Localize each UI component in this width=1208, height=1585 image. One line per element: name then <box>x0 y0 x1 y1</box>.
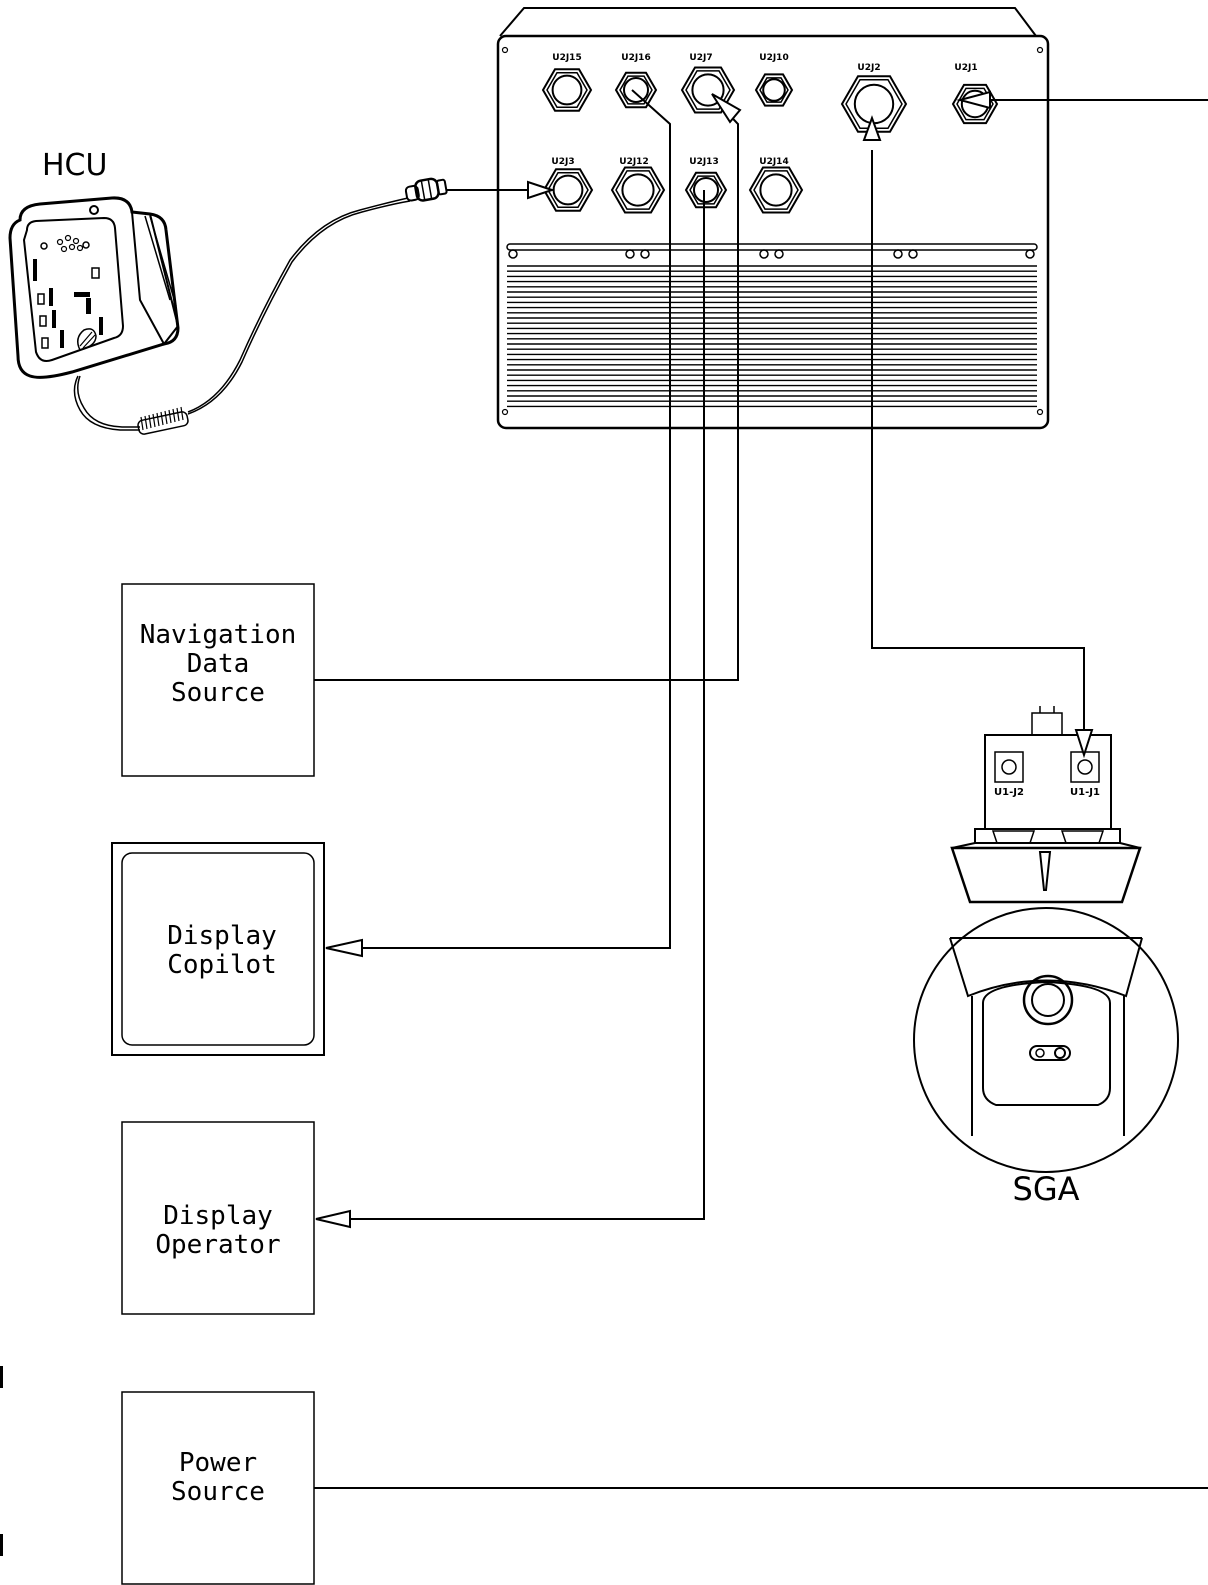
sga-label: SGA <box>1013 1170 1080 1208</box>
hcu-button <box>39 315 47 327</box>
connector-u2j15 <box>541 68 593 112</box>
connector-label-u2j10: U2J10 <box>759 53 788 63</box>
operator-label-line1: Display <box>163 1201 273 1231</box>
hcu-cable-run <box>187 197 409 413</box>
panel-screw <box>501 408 509 416</box>
connector-u2j7 <box>680 66 736 114</box>
connector-label-u2j15: U2J15 <box>552 53 581 63</box>
navigation-data-source-box: Navigation Data Source <box>121 583 315 777</box>
arrow-u2j3 <box>527 180 556 200</box>
hcu-side-ridge <box>149 215 177 307</box>
sga-ball <box>913 907 1179 1173</box>
connector-u2j12 <box>610 166 666 214</box>
main-unit: U2J15 U2J16 U2J7 U2J10 U2J2 U2J1 U2J3 U2… <box>496 7 1050 430</box>
connector-label-u2j7: U2J7 <box>689 53 712 63</box>
margin-mark <box>0 1366 3 1388</box>
connector-label-u2j2: U2J2 <box>857 63 880 73</box>
hcu-plug <box>404 177 448 202</box>
hcu-label: HCU <box>42 148 107 183</box>
arrowheads <box>315 90 1094 1229</box>
connector-u2j14 <box>748 166 804 214</box>
arrow-operator <box>315 1209 351 1229</box>
hcu-button <box>41 337 49 349</box>
arrow-u2j2 <box>862 115 882 141</box>
arrow-sga-u1j1 <box>1074 729 1094 759</box>
sga-small-lens <box>1029 1045 1071 1061</box>
hcu-switch <box>74 292 90 297</box>
hcu-cable-strain-relief <box>137 406 189 435</box>
sga-cone-slot <box>1038 851 1052 891</box>
hcu-body <box>8 196 180 379</box>
sga-connector-u1j1 <box>1070 751 1100 783</box>
copilot-label-line2: Copilot <box>167 950 277 980</box>
panel-screw <box>501 46 509 54</box>
copilot-label-line1: Display <box>167 921 277 951</box>
unit-lid-outline <box>499 7 1037 37</box>
margin-mark <box>0 1534 3 1556</box>
hcu-switch <box>49 288 53 306</box>
hcu-dot-buttons <box>40 234 90 253</box>
hcu-top-button <box>89 205 99 215</box>
hcu-switch <box>52 310 56 328</box>
unit-front-panel <box>496 34 1050 430</box>
connector-u2j16 <box>614 71 658 109</box>
connector-label-u2j14: U2J14 <box>759 157 788 167</box>
sga-top-knob <box>1031 712 1063 736</box>
panel-screw <box>1036 408 1044 416</box>
sga-window-frame <box>982 980 1111 1106</box>
wire-u2j2-sga <box>871 150 1085 744</box>
wire-u2j13-operator <box>350 190 705 1220</box>
connector-label-u2j12: U2J12 <box>619 157 648 167</box>
power-source-box: Power Source <box>121 1391 315 1585</box>
panel-screw <box>1036 46 1044 54</box>
sga-label-u1j1: U1-J1 <box>1070 787 1100 798</box>
power-label-line2: Source <box>171 1477 265 1507</box>
hcu-button <box>37 293 45 305</box>
hcu-side-ridge <box>144 215 171 301</box>
display-operator-box: Display Operator <box>121 1121 315 1315</box>
sga-label-u1j2: U1-J2 <box>994 787 1024 798</box>
connector-label-u2j13: U2J13 <box>689 157 718 167</box>
sga-lens-outer <box>1022 974 1074 1026</box>
hcu-cable <box>73 375 140 431</box>
hcu-side <box>130 210 180 346</box>
hcu-switch <box>86 298 91 314</box>
nav-label-line3: Source <box>171 678 265 708</box>
hcu-device: HCU <box>8 148 448 435</box>
operator-label-line2: Operator <box>155 1230 280 1260</box>
arrow-u2j1 <box>956 90 991 110</box>
display-copilot-box: Display Copilot <box>111 842 325 1056</box>
hcu-switch <box>60 330 64 348</box>
sga-lens-inner <box>1031 983 1065 1017</box>
nav-label-line1: Navigation <box>140 620 297 650</box>
sga-connector-u1j2 <box>994 751 1024 783</box>
connector-u2j13 <box>684 171 728 209</box>
sga-device: U1-J2 U1-J1 SGA <box>913 706 1179 1208</box>
hcu-button <box>91 267 100 279</box>
mounting-rail <box>506 243 1038 251</box>
panel-connectors <box>541 66 999 214</box>
hcu-face <box>22 216 125 362</box>
sga-cone <box>950 846 1142 904</box>
power-label-line1: Power <box>179 1448 257 1478</box>
connector-label-u2j3: U2J3 <box>551 157 574 167</box>
wire-u2j16-copilot <box>356 89 671 949</box>
hcu-thumbstick <box>77 328 97 351</box>
nav-label-line2: Data <box>187 649 250 679</box>
sga-ball-hood <box>949 937 1143 998</box>
cooling-fins <box>507 265 1037 408</box>
arrow-copilot <box>325 938 363 958</box>
connector-label-u2j1: U2J1 <box>954 63 977 73</box>
connector-u2j10 <box>754 73 794 107</box>
arrow-u2j7 <box>711 93 742 124</box>
rail-holes <box>508 249 1035 259</box>
connector-label-u2j16: U2J16 <box>621 53 650 63</box>
hcu-switch <box>99 317 103 335</box>
hcu-switch <box>33 259 37 281</box>
